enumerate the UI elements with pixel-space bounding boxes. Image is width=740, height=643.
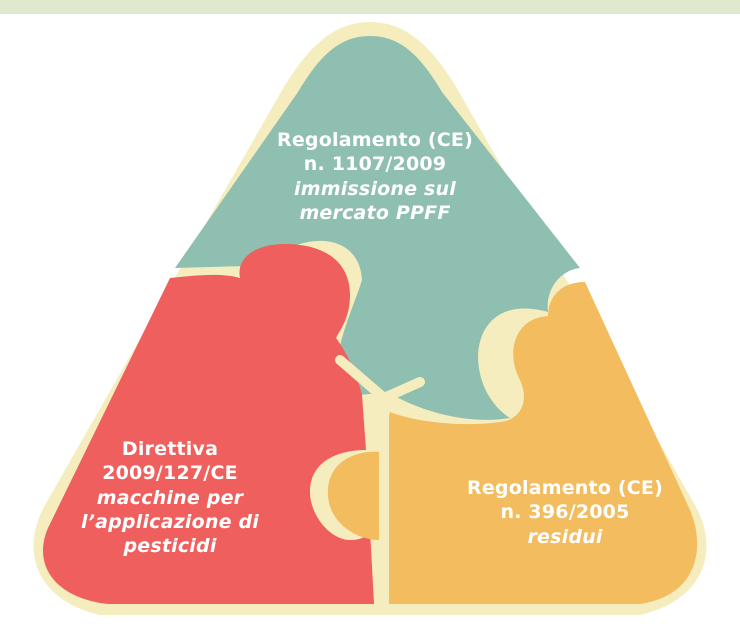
top-border-strip <box>0 0 740 14</box>
top-line-1: Regolamento (CE) <box>277 129 473 151</box>
left-line-1: Direttiva <box>121 438 219 460</box>
seam-lines <box>335 355 425 609</box>
label-regolamento-396: Regolamento (CE) n. 396/2005 residui <box>415 476 715 549</box>
top-line-2: n. 1107/2009 <box>303 153 447 176</box>
left-line-3: macchine per <box>96 486 244 509</box>
right-line-3: residui <box>527 525 603 548</box>
right-line-1: Regolamento (CE) <box>467 477 663 499</box>
right-line-2: n. 396/2005 <box>500 501 630 524</box>
left-line-5: pesticidi <box>123 535 217 558</box>
top-line-3: immissione sul <box>294 177 456 200</box>
left-line-2: 2009/127/CE <box>102 462 238 485</box>
puzzle-piece-right <box>327 282 698 604</box>
top-line-4: mercato PPFF <box>299 201 451 224</box>
label-direttiva-2009-127: Direttiva 2009/127/CE macchine per l’app… <box>30 437 310 559</box>
puzzle-piece-left <box>42 244 375 604</box>
label-regolamento-1107: Regolamento (CE) n. 1107/2009 immissione… <box>230 128 520 225</box>
puzzle-piece-top <box>175 36 580 420</box>
left-line-4: l’applicazione di <box>80 510 260 533</box>
